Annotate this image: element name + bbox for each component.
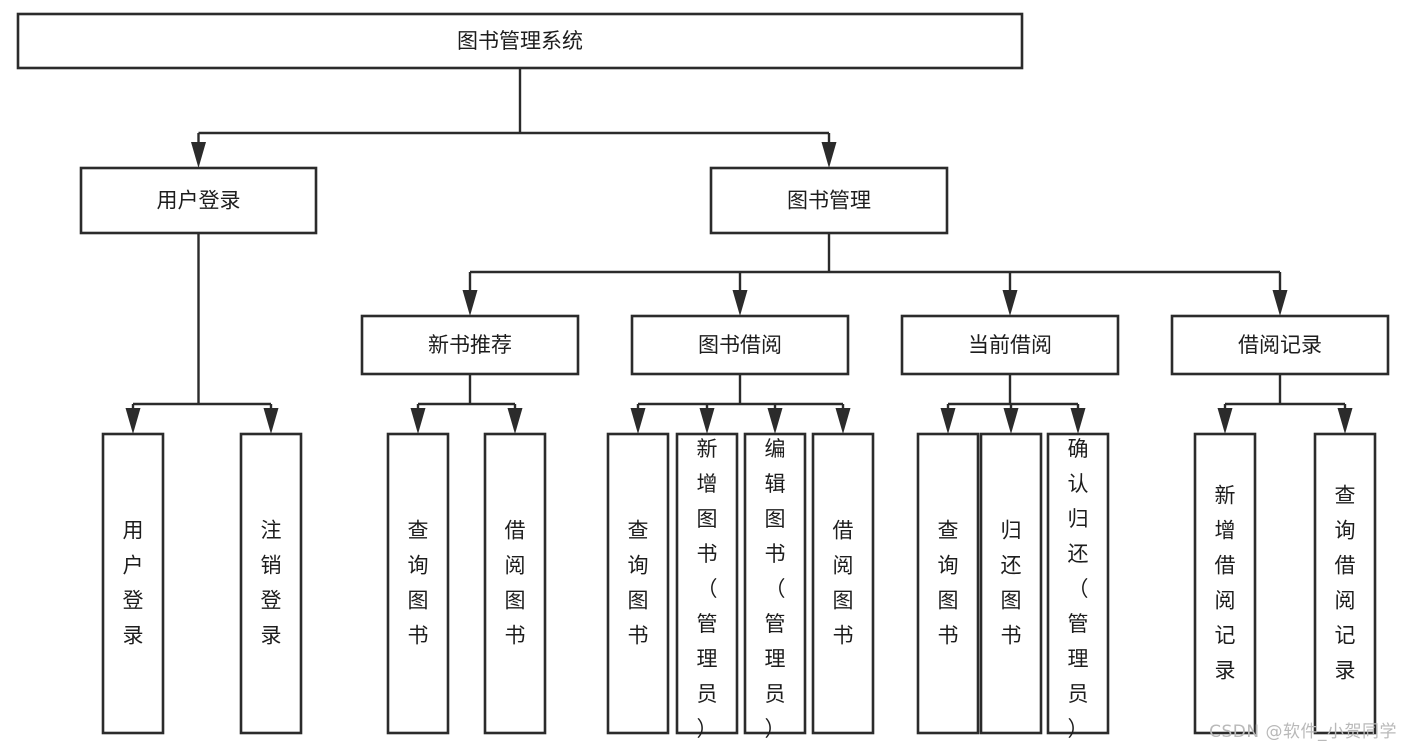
- node-box-current-borrow[interactable]: [900, 314, 1120, 376]
- arrow-head-icon: [1003, 408, 1019, 434]
- arrow-head-icon: [1217, 408, 1233, 434]
- node-box-book-borrow-leaf-4[interactable]: [811, 432, 875, 735]
- node-label-user-login-leaf-1: 用户登录: [123, 519, 144, 648]
- node-box-current-borrow-leaf-2[interactable]: [979, 432, 1043, 735]
- node-box-current-borrow-leaf-1[interactable]: [916, 432, 980, 735]
- arrow-head-icon: [462, 290, 478, 316]
- arrow-head-icon: [940, 408, 956, 434]
- node-label-book-borrow-leaf-4: 借阅图书: [833, 519, 854, 648]
- arrow-head-icon: [125, 408, 141, 434]
- node-label-new-book-recommend: 新书推荐: [428, 333, 512, 357]
- node-label-user-login-leaf-2: 注销登录: [261, 519, 282, 648]
- node-box-new-book-recommend-leaf-1[interactable]: [386, 432, 450, 735]
- node-label-book-borrow-leaf-3: 编辑图书（管理员）: [765, 437, 786, 741]
- arrow-head-icon: [1337, 408, 1353, 434]
- arrow-head-icon: [767, 408, 783, 434]
- node-label-book-management: 图书管理: [787, 189, 871, 213]
- arrow-head-icon: [1002, 290, 1018, 316]
- arrow-head-icon: [263, 408, 279, 434]
- arrow-head-icon: [835, 408, 851, 434]
- node-box-borrow-record[interactable]: [1170, 314, 1390, 376]
- node-label-user-login: 用户登录: [157, 189, 241, 213]
- connector-layer: [125, 68, 1353, 434]
- node-box-new-book-recommend-leaf-2[interactable]: [483, 432, 547, 735]
- node-box-user-login-leaf-1[interactable]: [101, 432, 165, 735]
- node-label-root: 图书管理系统: [457, 29, 583, 53]
- node-box-user-login[interactable]: [79, 166, 318, 235]
- node-label-borrow-record: 借阅记录: [1238, 333, 1322, 357]
- csdn-watermark: CSDN @软件_小贺同学: [1209, 722, 1397, 742]
- arrow-head-icon: [1272, 290, 1288, 316]
- node-label-book-borrow: 图书借阅: [698, 333, 782, 357]
- node-box-book-borrow-leaf-1[interactable]: [606, 432, 670, 735]
- node-box-book-borrow-leaf-3[interactable]: [743, 432, 807, 735]
- node-label-new-book-recommend-leaf-2: 借阅图书: [505, 519, 526, 648]
- node-label-borrow-record-leaf-2: 查询借阅记录: [1335, 484, 1356, 683]
- arrow-head-icon: [732, 290, 748, 316]
- node-label-new-book-recommend-leaf-1: 查询图书: [408, 519, 429, 648]
- node-label-current-borrow-leaf-1: 查询图书: [938, 519, 959, 648]
- node-box-book-borrow-leaf-2[interactable]: [675, 432, 739, 735]
- arrow-head-icon: [507, 408, 523, 434]
- arrow-head-icon: [191, 142, 206, 168]
- arrow-head-icon: [1070, 408, 1086, 434]
- node-box-book-management[interactable]: [709, 166, 949, 235]
- arrow-head-icon: [410, 408, 426, 434]
- node-box-book-borrow[interactable]: [630, 314, 850, 376]
- node-label-book-borrow-leaf-1: 查询图书: [628, 519, 649, 648]
- arrow-head-icon: [630, 408, 646, 434]
- node-box-borrow-record-leaf-1[interactable]: [1193, 432, 1257, 735]
- node-label-current-borrow: 当前借阅: [968, 333, 1052, 357]
- node-label-current-borrow-leaf-3: 确认归还（管理员）: [1068, 437, 1089, 741]
- arrow-head-icon: [821, 142, 837, 168]
- node-label-book-borrow-leaf-2: 新增图书（管理员）: [697, 437, 718, 741]
- node-box-new-book-recommend[interactable]: [360, 314, 580, 376]
- node-box-root[interactable]: [16, 12, 1024, 70]
- node-label-borrow-record-leaf-1: 新增借阅记录: [1215, 484, 1236, 683]
- node-box-borrow-record-leaf-2[interactable]: [1313, 432, 1377, 735]
- node-label-current-borrow-leaf-2: 归还图书: [1001, 519, 1022, 648]
- node-box-user-login-leaf-2[interactable]: [239, 432, 303, 735]
- node-box-current-borrow-leaf-3[interactable]: [1046, 432, 1110, 735]
- node-layer: 图书管理系统用户登录图书管理新书推荐图书借阅当前借阅借阅记录用户登录注销登录查询…: [16, 12, 1390, 741]
- arrow-head-icon: [699, 408, 715, 434]
